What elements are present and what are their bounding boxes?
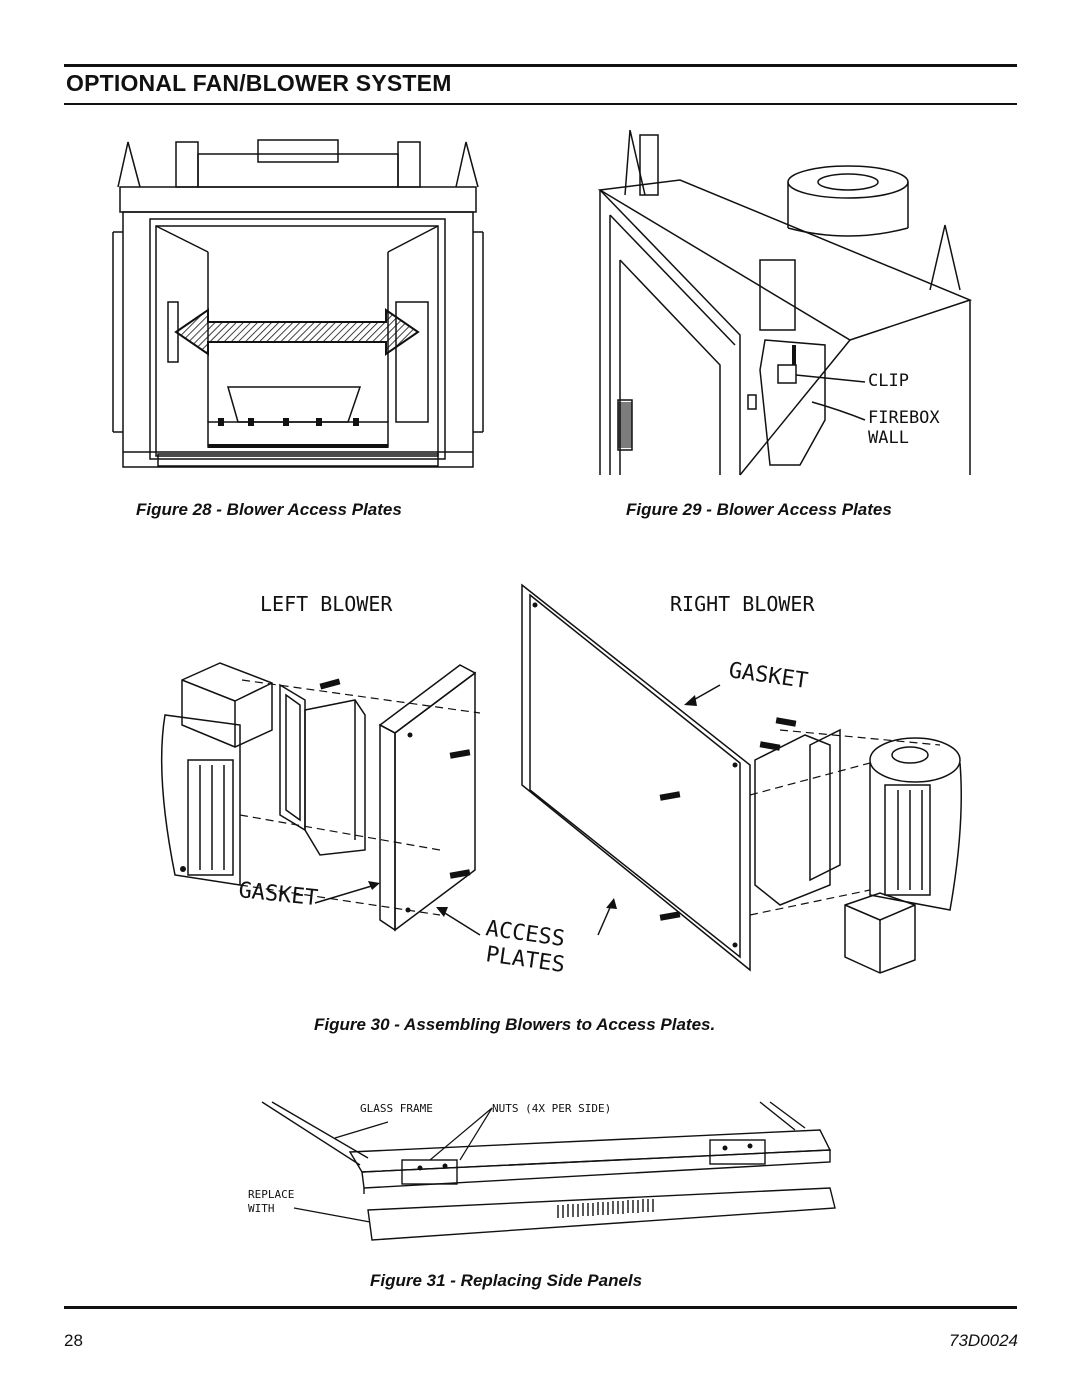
page-number: 28 (64, 1331, 83, 1350)
page-title: OPTIONAL FAN/BLOWER SYSTEM (66, 70, 452, 96)
top-rule (64, 64, 1017, 67)
right-blower-label: RIGHT BLOWER (670, 592, 815, 616)
figure-29-caption: Figure 29 - Blower Access Plates (626, 500, 892, 519)
figure-30-caption: Figure 30 - Assembling Blowers to Access… (314, 1015, 716, 1034)
wall-label: WALL (868, 428, 909, 448)
gasket-left-label: GASKET (237, 878, 319, 911)
footer-rule (64, 1306, 1017, 1309)
title-underline (64, 103, 1017, 105)
figure-29-illustration: CLIP FIREBOX WALL (597, 129, 973, 476)
replace-label: REPLACE (248, 1188, 294, 1201)
figure-28-caption: Figure 28 - Blower Access Plates (136, 500, 402, 519)
figure-28-illustration (112, 139, 484, 468)
figure-30-illustration: LEFT BLOWER RIGHT BLOWER (160, 583, 962, 978)
doc-code: 73D0024 (948, 1331, 1018, 1350)
nuts-label: NUTS (4X PER SIDE) (492, 1102, 611, 1115)
gasket-right-label: GASKET (727, 658, 809, 694)
left-blower-label: LEFT BLOWER (260, 592, 393, 616)
glass-frame-label: GLASS FRAME (360, 1102, 433, 1115)
clip-label: CLIP (868, 371, 909, 391)
with-label: WITH (248, 1202, 275, 1215)
figure-31-caption: Figure 31 - Replacing Side Panels (370, 1271, 643, 1290)
figure-31-illustration: GLASS FRAME NUTS (4X PER SIDE) REPLACE W… (248, 1101, 836, 1241)
firebox-label: FIREBOX (868, 408, 940, 428)
